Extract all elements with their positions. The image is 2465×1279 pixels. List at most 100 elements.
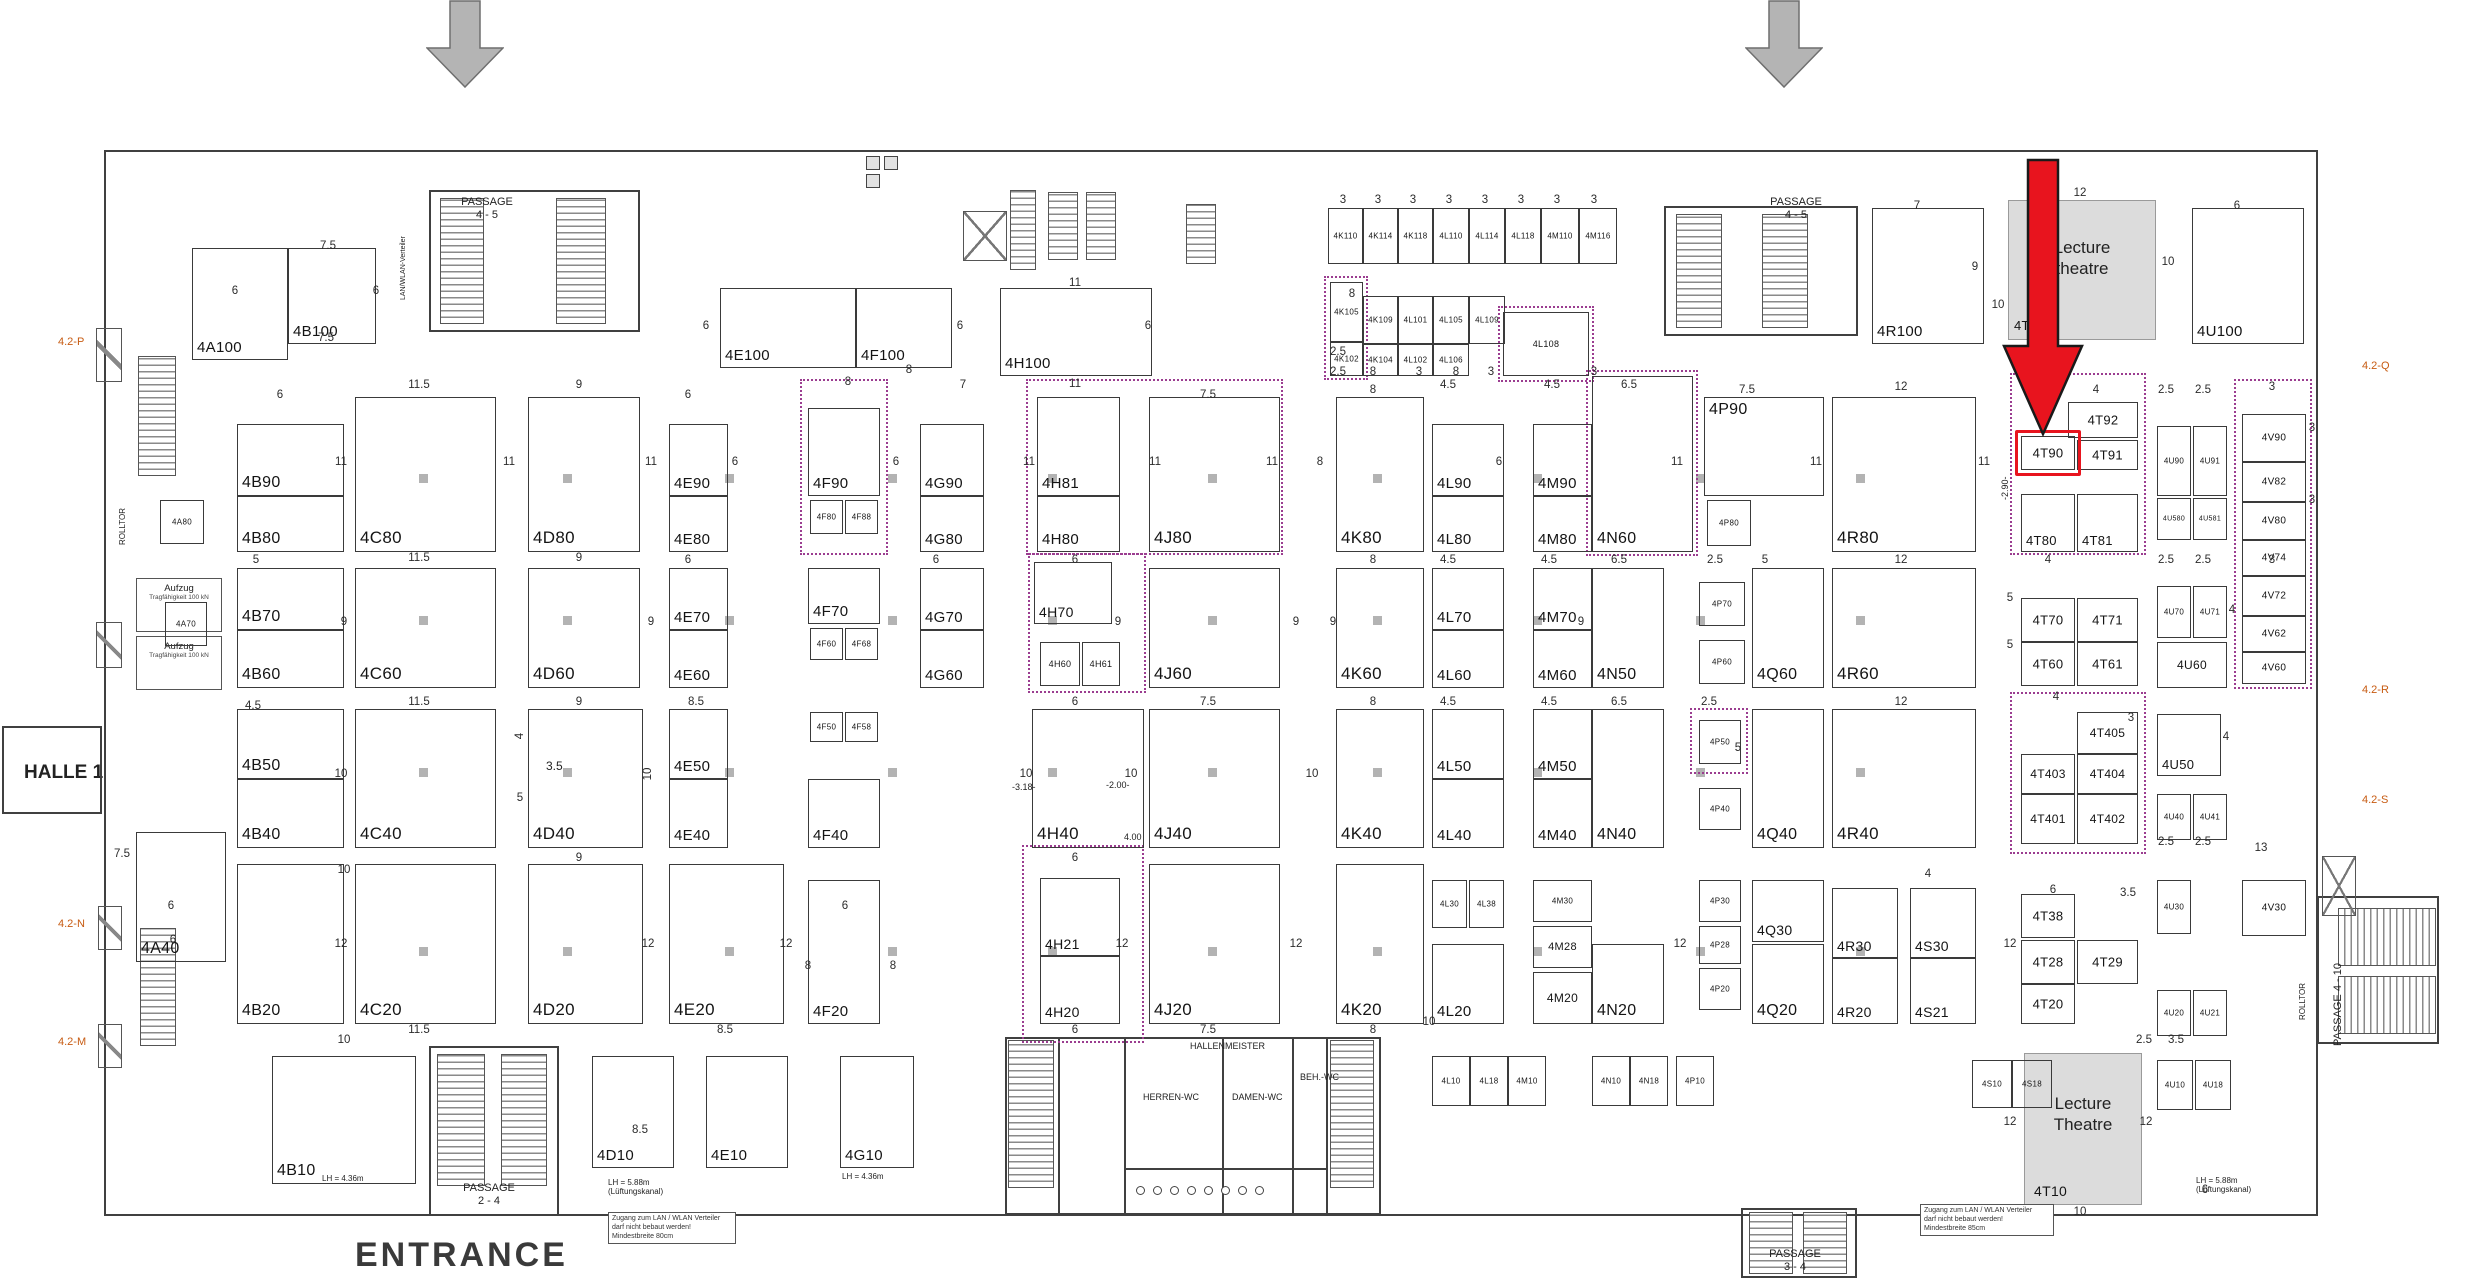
booth-4U60[interactable]: 4U60 — [2157, 642, 2227, 688]
booth-4F70[interactable]: 4F70 — [808, 568, 880, 624]
booth-4T401[interactable]: 4T401 — [2021, 794, 2075, 844]
booth-4M80[interactable]: 4M80 — [1533, 496, 1592, 552]
booth-4N60[interactable]: 4N60 — [1592, 376, 1693, 552]
booth-4T404[interactable]: 4T404 — [2077, 754, 2138, 794]
booth-4H80[interactable]: 4H80 — [1037, 496, 1120, 552]
booth-4T71[interactable]: 4T71 — [2077, 598, 2138, 642]
booth-4T61[interactable]: 4T61 — [2077, 642, 2138, 686]
booth-4V72[interactable]: 4V72 — [2242, 576, 2306, 616]
booth-4C60[interactable]: 4C60 — [355, 568, 496, 688]
booth-4F90[interactable]: 4F90 — [808, 408, 880, 496]
booth-4F20[interactable]: 4F20 — [808, 880, 880, 1024]
booth-4U41[interactable]: 4U41 — [2193, 794, 2227, 840]
booth-4B10[interactable]: 4B10 — [272, 1056, 416, 1184]
booth-4U50[interactable]: 4U50 — [2157, 714, 2221, 776]
booth-4L114[interactable]: 4L114 — [1469, 208, 1505, 264]
booth-4L110[interactable]: 4L110 — [1433, 208, 1469, 264]
booth-4E100[interactable]: 4E100 — [720, 288, 856, 368]
booth-4L102[interactable]: 4L102 — [1398, 344, 1433, 376]
booth-4S10[interactable]: 4S10 — [1972, 1060, 2012, 1108]
booth-4V62[interactable]: 4V62 — [2242, 616, 2306, 652]
booth-4P80[interactable]: 4P80 — [1707, 500, 1751, 546]
booth-4A100[interactable]: 4A100 — [192, 248, 288, 360]
booth-4T10[interactable]: 4T10 — [2030, 1166, 2120, 1202]
booth-4T81[interactable]: 4T81 — [2077, 494, 2138, 552]
booth-4B50[interactable]: 4B50 — [237, 709, 344, 779]
booth-4K20[interactable]: 4K20 — [1336, 864, 1424, 1024]
booth-4E10[interactable]: 4E10 — [706, 1056, 788, 1168]
booth-4V30[interactable]: 4V30 — [2242, 880, 2306, 936]
booth-4H70[interactable]: 4H70 — [1034, 562, 1112, 624]
booth-4F58[interactable]: 4F58 — [845, 712, 878, 742]
booth-4D80[interactable]: 4D80 — [528, 397, 640, 552]
booth-4L106[interactable]: 4L106 — [1433, 344, 1469, 376]
booth-4T29[interactable]: 4T29 — [2077, 940, 2138, 984]
booth-4T20[interactable]: 4T20 — [2021, 984, 2075, 1024]
booth-4H100[interactable]: 4H100 — [1000, 288, 1152, 376]
booth-4M50[interactable]: 4M50 — [1533, 709, 1592, 779]
booth-4M10[interactable]: 4M10 — [1508, 1056, 1546, 1106]
booth-4C40[interactable]: 4C40 — [355, 709, 496, 848]
booth-4M30[interactable]: 4M30 — [1533, 880, 1592, 922]
booth-4U40[interactable]: 4U40 — [2157, 794, 2191, 840]
booth-4S21[interactable]: 4S21 — [1910, 958, 1976, 1024]
booth-4K114[interactable]: 4K114 — [1363, 208, 1398, 264]
booth-4L30[interactable]: 4L30 — [1432, 880, 1467, 928]
booth-4T403[interactable]: 4T403 — [2021, 754, 2075, 794]
booth-4P28[interactable]: 4P28 — [1699, 926, 1741, 964]
booth-4G70[interactable]: 4G70 — [920, 568, 984, 630]
booth-4P30[interactable]: 4P30 — [1699, 880, 1741, 922]
booth-4K105[interactable]: 4K105 — [1330, 282, 1363, 342]
booth-4T28[interactable]: 4T28 — [2021, 940, 2075, 984]
booth-4E60[interactable]: 4E60 — [669, 630, 728, 688]
booth-4N10[interactable]: 4N10 — [1592, 1056, 1630, 1106]
booth-4B100[interactable]: 4B100 — [288, 248, 376, 344]
booth-4G10[interactable]: 4G10 — [840, 1056, 914, 1168]
booth-4L20[interactable]: 4L20 — [1432, 944, 1504, 1024]
booth-4L10[interactable]: 4L10 — [1432, 1056, 1470, 1106]
booth-4V82[interactable]: 4V82 — [2242, 462, 2306, 502]
booth-4U581[interactable]: 4U581 — [2193, 498, 2227, 540]
booth-4K60[interactable]: 4K60 — [1336, 568, 1424, 688]
booth-4E70[interactable]: 4E70 — [669, 568, 728, 630]
booth-4R30[interactable]: 4R30 — [1832, 888, 1898, 958]
booth-4T90[interactable]: 4T90 — [2021, 436, 2075, 470]
booth-4U91[interactable]: 4U91 — [2193, 426, 2227, 496]
booth-4N50[interactable]: 4N50 — [1592, 568, 1664, 688]
booth-4J20[interactable]: 4J20 — [1149, 864, 1280, 1024]
booth-4R40[interactable]: 4R40 — [1832, 709, 1976, 848]
booth-4P50[interactable]: 4P50 — [1699, 720, 1741, 764]
booth-4H61[interactable]: 4H61 — [1082, 642, 1120, 686]
booth-4H40[interactable]: 4H40 — [1032, 709, 1144, 848]
booth-4U21[interactable]: 4U21 — [2193, 990, 2227, 1036]
booth-4M28[interactable]: 4M28 — [1533, 926, 1592, 968]
booth-4L38[interactable]: 4L38 — [1469, 880, 1504, 928]
booth-4Q40[interactable]: 4Q40 — [1752, 709, 1824, 848]
booth-4U71[interactable]: 4U71 — [2193, 586, 2227, 638]
booth-4F80[interactable]: 4F80 — [810, 500, 843, 534]
booth-4U90[interactable]: 4U90 — [2157, 426, 2191, 496]
booth-4P90[interactable]: 4P90 — [1704, 397, 1824, 496]
booth-4U580[interactable]: 4U580 — [2157, 498, 2191, 540]
booth-4U30[interactable]: 4U30 — [2157, 880, 2191, 934]
booth-4M60[interactable]: 4M60 — [1533, 630, 1592, 688]
booth-4F68[interactable]: 4F68 — [845, 628, 878, 660]
booth-4D40[interactable]: 4D40 — [528, 709, 643, 848]
booth-4V90[interactable]: 4V90 — [2242, 414, 2306, 462]
booth-4F88[interactable]: 4F88 — [845, 500, 878, 534]
booth-4H81[interactable]: 4H81 — [1037, 397, 1120, 496]
booth-4M110[interactable]: 4M110 — [1541, 208, 1579, 264]
booth-4M40[interactable]: 4M40 — [1533, 779, 1592, 848]
booth-4Q30[interactable]: 4Q30 — [1752, 880, 1824, 942]
booth-4L108[interactable]: 4L108 — [1503, 312, 1589, 376]
booth-4K104[interactable]: 4K104 — [1363, 344, 1398, 376]
booth-4B40[interactable]: 4B40 — [237, 779, 344, 848]
booth-4E80[interactable]: 4E80 — [669, 496, 728, 552]
booth-4T402[interactable]: 4T402 — [2077, 794, 2138, 844]
booth-4F50[interactable]: 4F50 — [810, 712, 843, 742]
booth-4M20[interactable]: 4M20 — [1533, 972, 1592, 1024]
booth-4P60[interactable]: 4P60 — [1699, 640, 1745, 684]
booth-4E90[interactable]: 4E90 — [669, 424, 728, 496]
booth-4R80[interactable]: 4R80 — [1832, 397, 1976, 552]
booth-4H60[interactable]: 4H60 — [1040, 642, 1080, 686]
